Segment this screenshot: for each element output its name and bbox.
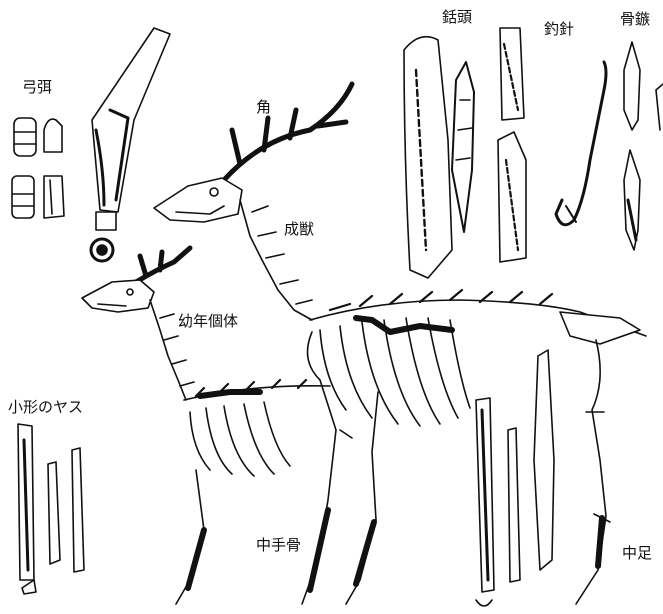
juvenile-skull	[82, 280, 154, 312]
bone-rods	[476, 350, 554, 606]
bone-arrowheads	[624, 42, 663, 250]
label-adult: 成獣	[284, 222, 314, 237]
label-fishhook: 釣針	[544, 22, 574, 37]
bow-tip-artifacts	[12, 118, 64, 218]
small-harpoons	[18, 424, 84, 594]
label-bow-tip: 弓弭	[22, 80, 52, 95]
antler-bow-grip	[91, 28, 170, 261]
adult-legs	[302, 312, 640, 604]
adult-neck	[240, 200, 312, 320]
label-small-harpoon: 小形のヤス	[8, 400, 83, 415]
label-metatarsal: 中足	[622, 546, 652, 561]
adult-antler	[224, 84, 352, 180]
fishhook-artifact	[556, 62, 606, 225]
juvenile-antler	[136, 248, 190, 282]
label-antler: 角	[256, 100, 271, 115]
harpoon-heads	[404, 28, 526, 278]
juvenile-body	[150, 300, 330, 604]
adult-skull	[154, 178, 242, 222]
label-toggle-head: 銛頭	[442, 10, 472, 25]
adult-ribcage	[310, 290, 646, 426]
label-bone-sickle: 骨鏃	[620, 12, 650, 27]
label-metacarpal: 中手骨	[256, 538, 301, 553]
label-juvenile: 幼年個体	[178, 314, 238, 329]
